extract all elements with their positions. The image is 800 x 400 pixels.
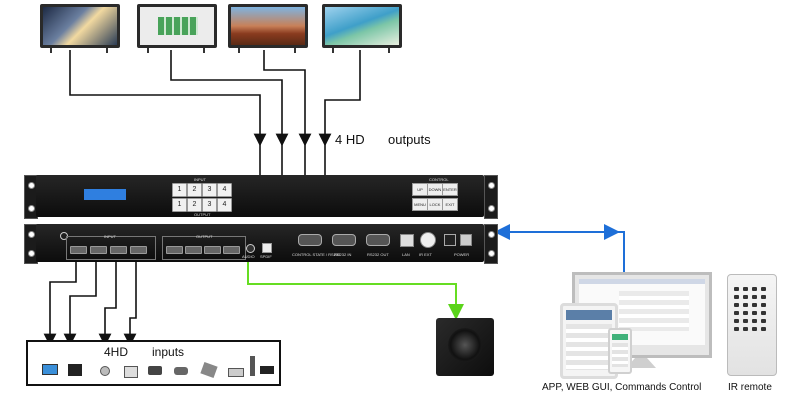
- output-line-1: [69, 50, 267, 147]
- monitor-stand: [626, 358, 656, 368]
- projector-icon: [174, 367, 188, 375]
- spdif-port-label: SPDIF: [260, 254, 272, 259]
- ir-remote-control[interactable]: [727, 274, 777, 376]
- subwoofer: [436, 318, 494, 376]
- phone-device: [608, 328, 632, 374]
- outputs-count-label: 4 HD: [335, 132, 365, 147]
- rear-output-title: OUTPUT: [196, 234, 213, 239]
- power-switch[interactable]: [444, 234, 456, 246]
- desktop-icon: [68, 364, 82, 376]
- webcam-icon: [100, 366, 110, 376]
- input-key-4[interactable]: 4: [217, 183, 232, 197]
- output-key-1[interactable]: 1: [172, 198, 187, 212]
- output-line-3: [263, 50, 312, 147]
- output-key-4[interactable]: 4: [217, 198, 232, 212]
- output-key-3[interactable]: 3: [202, 198, 217, 212]
- spdif-port: [262, 243, 272, 253]
- lcd-display: [84, 189, 126, 200]
- hdmi-output-port-2: [185, 246, 202, 254]
- rear-output-group: [162, 236, 246, 260]
- speaker-cone: [448, 328, 482, 362]
- inputs-count-label: 4HD: [104, 345, 129, 359]
- remote-icon: [250, 356, 255, 376]
- input-key-1[interactable]: 1: [172, 183, 187, 197]
- front-rack-ear-right: [484, 175, 498, 219]
- output-key-2[interactable]: 2: [187, 198, 202, 212]
- input-line-1: [43, 262, 77, 347]
- control-key-exit[interactable]: EXIT: [442, 198, 458, 211]
- hdmi-input-port-2: [90, 246, 107, 254]
- control-key-enter[interactable]: ENTER: [442, 183, 458, 196]
- audio-port: [246, 244, 255, 253]
- input-key-3[interactable]: 3: [202, 183, 217, 197]
- input-line-2: [63, 262, 97, 347]
- hdmi-input-port-4: [130, 246, 147, 254]
- output-line-2: [170, 50, 289, 147]
- outputs-word-label: outputs: [388, 132, 431, 147]
- matrix-front-panel: INPUT OUTPUT 1 2 3 4 1 2 3 4 CONTROL UP …: [36, 175, 484, 217]
- rs232-in-port: [332, 234, 356, 246]
- control-line: [497, 231, 625, 272]
- front-input-title: INPUT: [194, 177, 206, 182]
- rs232-out-port: [366, 234, 390, 246]
- control-key-lock[interactable]: LOCK: [427, 198, 443, 211]
- input-sources-box: 4HD inputs: [26, 340, 281, 386]
- audio-port-label: AUDIO: [242, 254, 255, 259]
- hdmi-output-port-1: [166, 246, 183, 254]
- output-line-4: [318, 50, 361, 147]
- front-output-title: OUTPUT: [194, 212, 211, 217]
- laptop-icon: [42, 364, 58, 375]
- ir-ext-label: IR EXT: [419, 252, 432, 257]
- camera-icon: [148, 366, 162, 375]
- rs232-out-label: RS232 OUT: [367, 252, 389, 257]
- control-caption: APP, WEB GUI, Commands Control: [542, 382, 702, 393]
- ir-ext-port: [420, 232, 436, 248]
- power-inlet: [460, 234, 472, 246]
- input-line-3: [98, 262, 117, 347]
- lan-port: [400, 234, 414, 247]
- hdmi-input-port-1: [70, 246, 87, 254]
- control-key-down[interactable]: DOWN: [427, 183, 443, 196]
- set-top-box-icon: [260, 366, 274, 374]
- rear-input-group: [66, 236, 156, 260]
- ir-remote-caption: IR remote: [728, 382, 772, 393]
- rs232-control-port: [298, 234, 322, 246]
- game-console-icon: [124, 366, 138, 378]
- power-label: POWER: [454, 252, 470, 257]
- hdmi-input-port-3: [110, 246, 127, 254]
- input-line-4: [123, 262, 137, 347]
- inputs-word-label: inputs: [152, 345, 185, 359]
- hdmi-output-port-3: [204, 246, 221, 254]
- drone-icon: [200, 361, 218, 379]
- control-key-menu[interactable]: MENU: [412, 198, 428, 211]
- lan-port-label: LAN: [402, 252, 410, 257]
- control-key-up[interactable]: UP: [412, 183, 428, 196]
- front-control-title: CONTROL: [429, 177, 449, 182]
- matrix-rear-panel: INPUT OUTPUT AUDIO SPDIF CONTROL STATE /…: [36, 224, 484, 262]
- media-box-icon: [228, 368, 244, 377]
- hdmi-output-port-4: [223, 246, 240, 254]
- audio-line: [247, 262, 464, 320]
- rear-rack-ear-right: [484, 224, 498, 264]
- rs232-control-label: CONTROL STATE / RS232: [292, 252, 341, 257]
- rs232-in-label: RS232 IN: [334, 252, 352, 257]
- input-key-2[interactable]: 2: [187, 183, 202, 197]
- rear-input-title: INPUT: [104, 234, 116, 239]
